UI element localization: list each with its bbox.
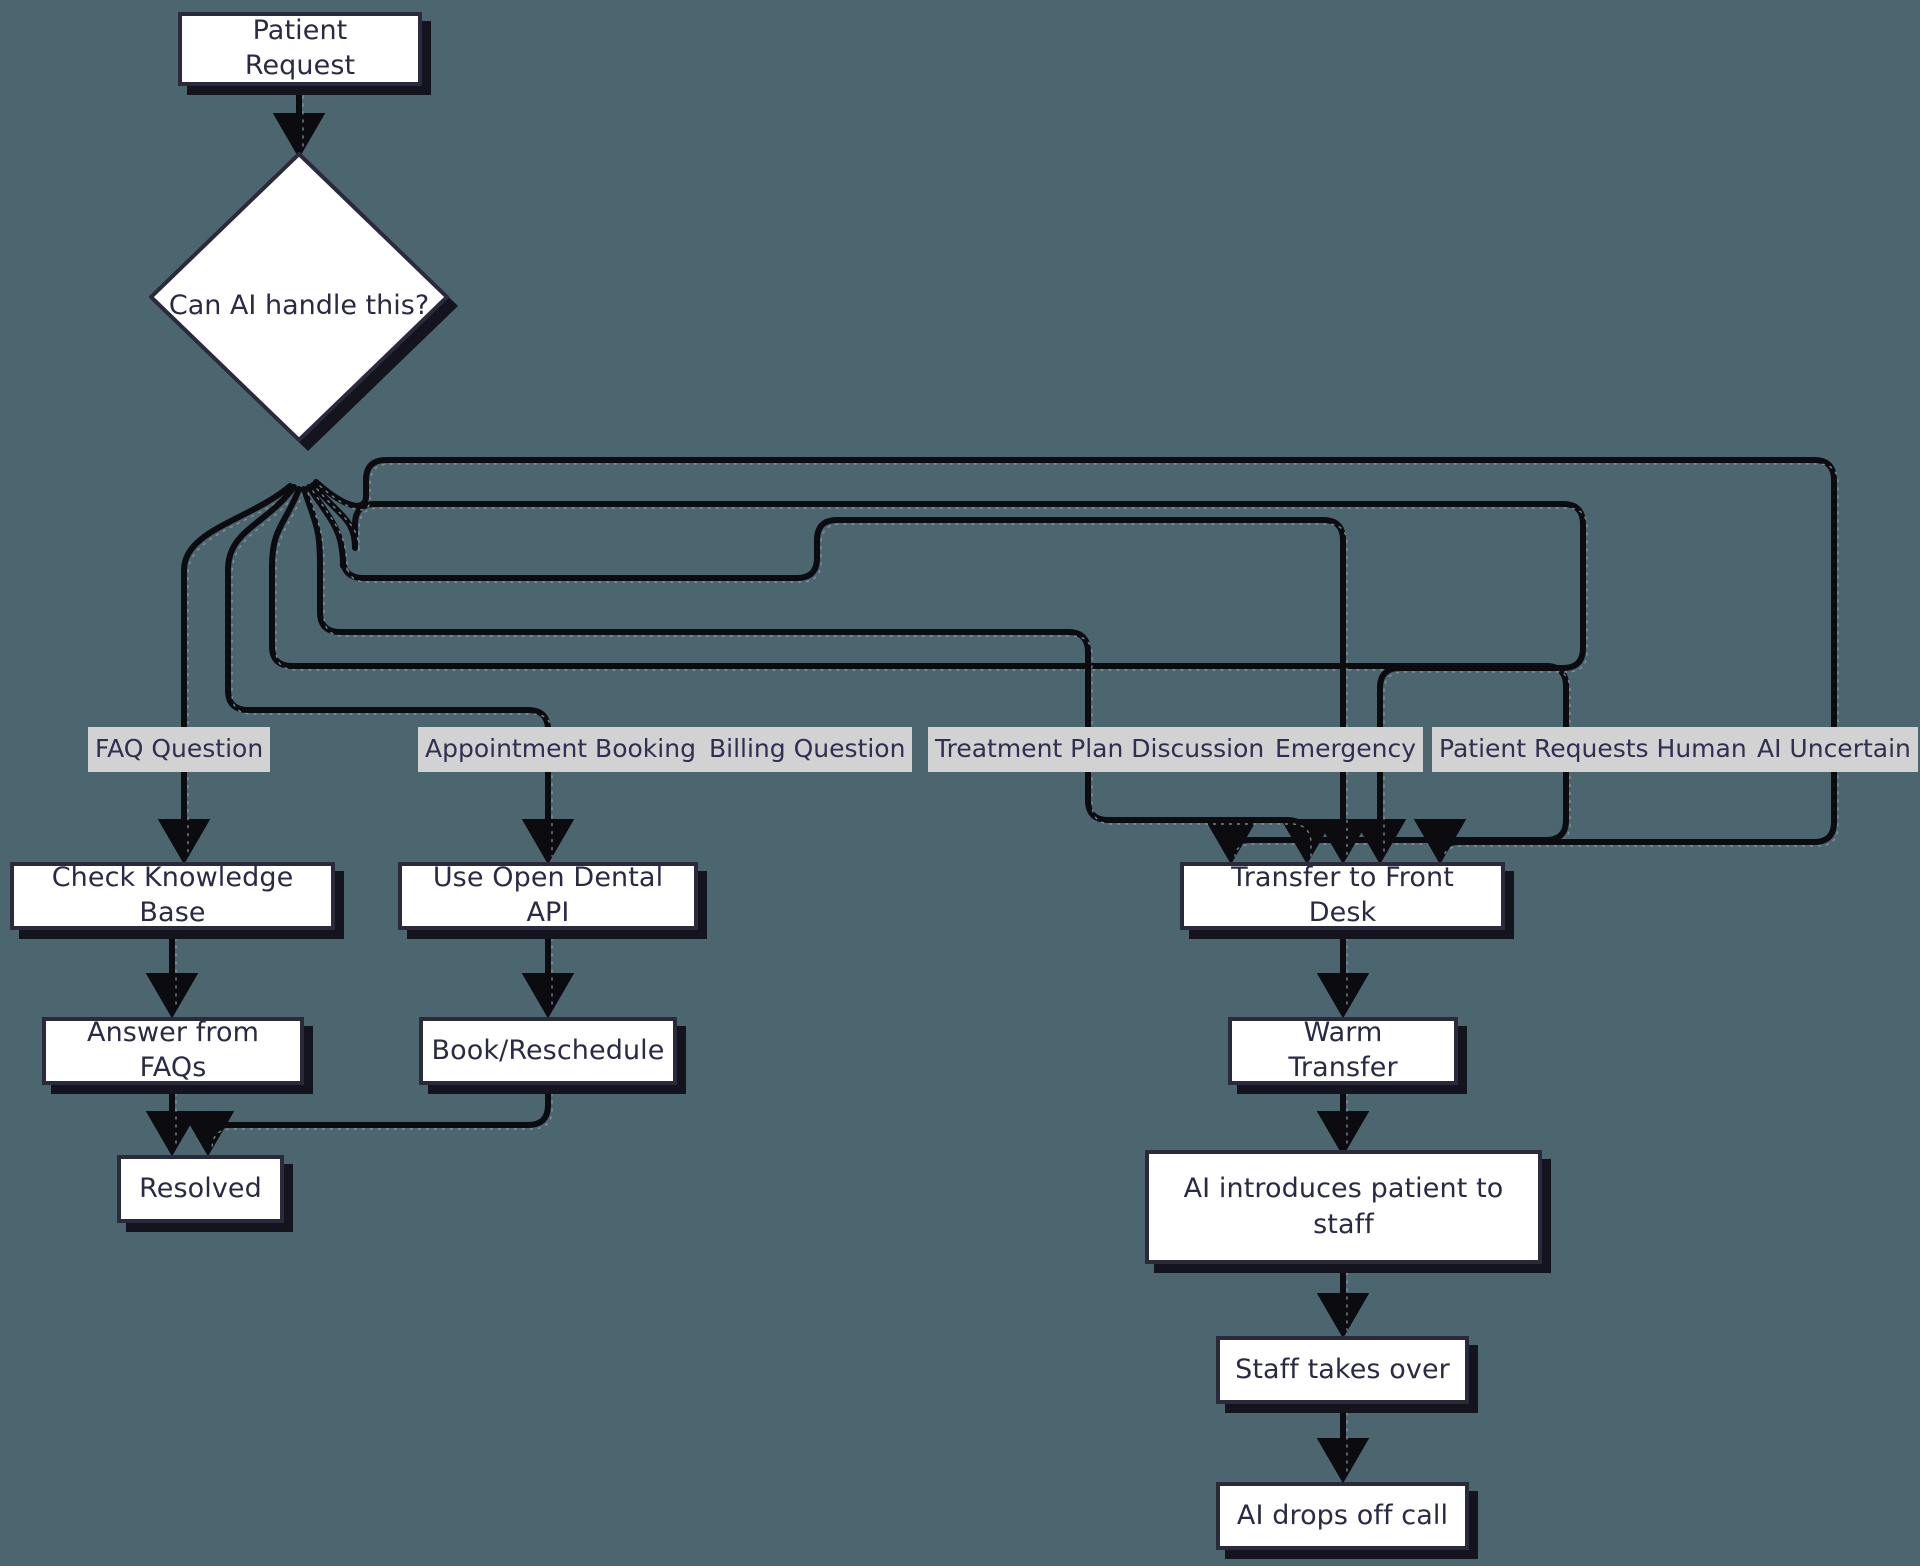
node-book-reschedule[interactable]: Book/Reschedule [419, 1017, 677, 1085]
node-check-knowledge-base[interactable]: Check Knowledge Base [10, 862, 335, 930]
edge-book-to-resolved [181, 1082, 551, 1157]
node-resolved-label: Resolved [139, 1172, 262, 1204]
node-ai-introduces-line2: staff [1313, 1209, 1374, 1240]
node-answer-from-faqs-label: Answer from FAQs [87, 1017, 259, 1083]
node-warm-transfer-label: Warm Transfer [1288, 1017, 1398, 1083]
node-use-open-dental-api[interactable]: Use Open Dental API [398, 862, 698, 930]
node-patient-request[interactable]: Patient Request [178, 12, 422, 86]
node-ai-drops-off-call[interactable]: AI drops off call [1216, 1482, 1469, 1550]
edge-label-faq-question: FAQ Question [88, 727, 271, 772]
node-resolved[interactable]: Resolved [117, 1155, 284, 1223]
edge-ai-uncertain [313, 457, 1837, 865]
edge-faq-question [157, 483, 293, 865]
node-warm-transfer[interactable]: Warm Transfer [1228, 1017, 1458, 1085]
edge-label-emergency: Emergency [1268, 727, 1424, 772]
node-use-open-dental-api-label: Use Open Dental API [432, 862, 664, 928]
node-book-reschedule-label: Book/Reschedule [431, 1034, 665, 1066]
node-ai-introduces-patient[interactable]: AI introduces patient to staff [1145, 1150, 1542, 1264]
edge-treatment-plan [301, 486, 1334, 865]
edge-appointment-booking [225, 484, 575, 865]
edge-label-appointment-booking: Appointment Booking [418, 727, 703, 772]
edge-label-patient-requests-human: Patient Requests Human [1432, 727, 1754, 772]
edge-emergency [306, 484, 1370, 865]
node-staff-takes-over[interactable]: Staff takes over [1216, 1336, 1469, 1404]
node-staff-takes-over-label: Staff takes over [1235, 1353, 1450, 1385]
edge-label-treatment-plan: Treatment Plan Discussion [928, 727, 1272, 772]
node-answer-from-faqs[interactable]: Answer from FAQs [42, 1017, 304, 1085]
edge-patient-requests-human [310, 482, 1586, 865]
edge-billing-question [269, 486, 1569, 865]
node-patient-request-label: Patient Request [244, 15, 356, 81]
edge-label-billing-question: Billing Question [702, 727, 913, 772]
node-transfer-to-front-desk-label: Transfer to Front Desk [1231, 862, 1454, 928]
decision-border [149, 152, 449, 442]
node-check-knowledge-base-label: Check Knowledge Base [51, 862, 294, 928]
edge-label-ai-uncertain: AI Uncertain [1750, 727, 1918, 772]
node-ai-drops-off-call-label: AI drops off call [1236, 1499, 1449, 1531]
node-ai-introduces-line1: AI introduces patient to [1183, 1172, 1504, 1204]
node-transfer-to-front-desk[interactable]: Transfer to Front Desk [1180, 862, 1505, 930]
node-decision-label: Can AI handle this? [168, 290, 430, 321]
node-decision-can-ai-handle[interactable]: Can AI handle this? [149, 152, 458, 451]
